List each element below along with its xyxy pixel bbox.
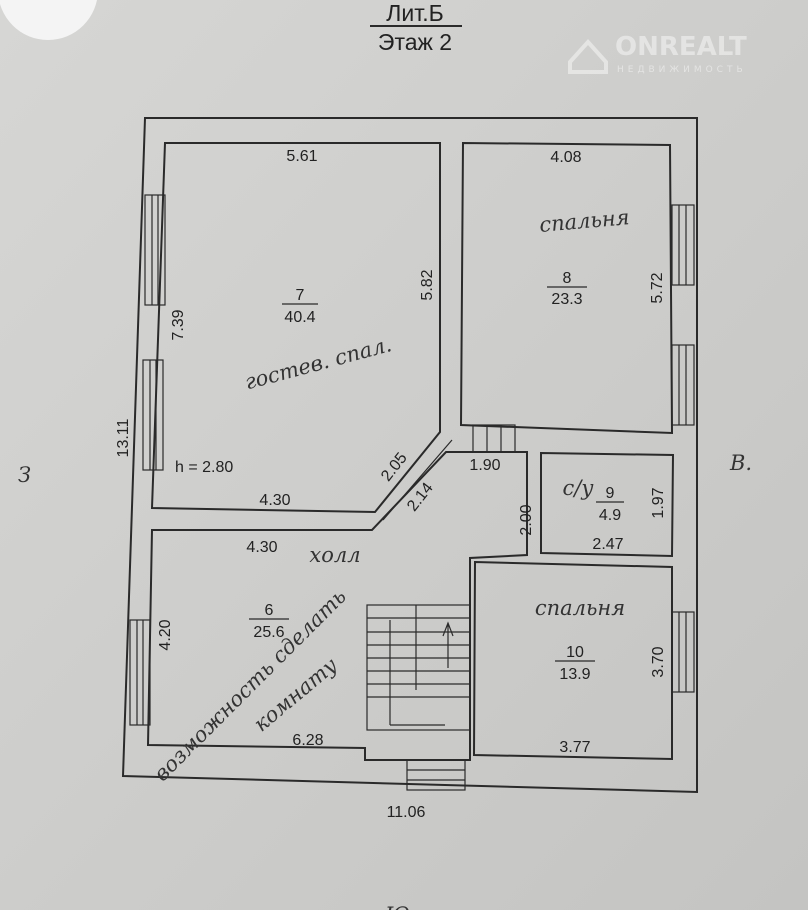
room-8-number: 8 (563, 270, 572, 287)
overall-width: 11.06 (387, 804, 426, 821)
room-6-note: холл (309, 543, 360, 567)
svg-text:ONREALT: ONREALT (615, 32, 747, 62)
dim-7-top: 5.61 (286, 148, 317, 165)
room-9-outline (540, 451, 675, 558)
compass-east: В. (729, 451, 752, 475)
dim-6-left: 4.20 (157, 619, 174, 650)
dim-7-right: 5.82 (419, 269, 436, 300)
corner-circle (0, 0, 97, 40)
compass-west: З (18, 463, 31, 487)
ceiling-height: h = 2.80 (175, 459, 233, 476)
room-7-area: 40.4 (284, 309, 315, 326)
dim-7-bottom: 4.30 (259, 492, 290, 509)
building-label: Лит.Б (386, 0, 443, 26)
dim-hall-top: 1.90 (469, 457, 500, 474)
dim-10-bottom: 3.77 (559, 739, 590, 756)
room-8-outline (459, 141, 674, 435)
room-7-number: 7 (296, 287, 305, 304)
room-9-number: 9 (606, 485, 615, 502)
room-10-outline (472, 560, 673, 761)
dim-7-left: 7.39 (170, 309, 187, 340)
floor-label: Этаж 2 (378, 29, 452, 55)
windows (129, 194, 695, 726)
compass-south: Ю (384, 903, 410, 910)
room-10-note: спальня (535, 596, 625, 620)
room-10-number: 10 (566, 644, 584, 661)
room-7-outline (150, 142, 441, 514)
room-9-note: с/у (562, 476, 594, 500)
room-6-area: 25.6 (253, 624, 284, 641)
room-6-number: 6 (265, 602, 274, 619)
dim-10-right: 3.70 (650, 646, 667, 677)
room-6-outline (146, 451, 528, 761)
watermark-logo: ONREALT НЕДВИЖИМОСТЬ (568, 32, 747, 75)
room-10-area: 13.9 (559, 666, 590, 683)
dim-8-top: 4.08 (550, 149, 581, 166)
dim-9-right: 1.97 (650, 487, 667, 518)
dim-6-bottom: 6.28 (292, 732, 323, 749)
dim-8-right: 5.72 (649, 272, 666, 303)
room-9-area: 4.9 (599, 507, 621, 524)
dim-9-left: 2.00 (518, 504, 535, 535)
overall-height: 13.11 (115, 418, 132, 457)
dim-9-bottom: 2.47 (592, 536, 623, 553)
room-8-area: 23.3 (551, 291, 582, 308)
svg-text:НЕДВИЖИМОСТЬ: НЕДВИЖИМОСТЬ (617, 65, 747, 75)
staircase (366, 604, 471, 791)
dim-6-top: 4.30 (246, 539, 277, 556)
outer-wall (121, 117, 698, 794)
diagonal-wall (382, 439, 453, 521)
